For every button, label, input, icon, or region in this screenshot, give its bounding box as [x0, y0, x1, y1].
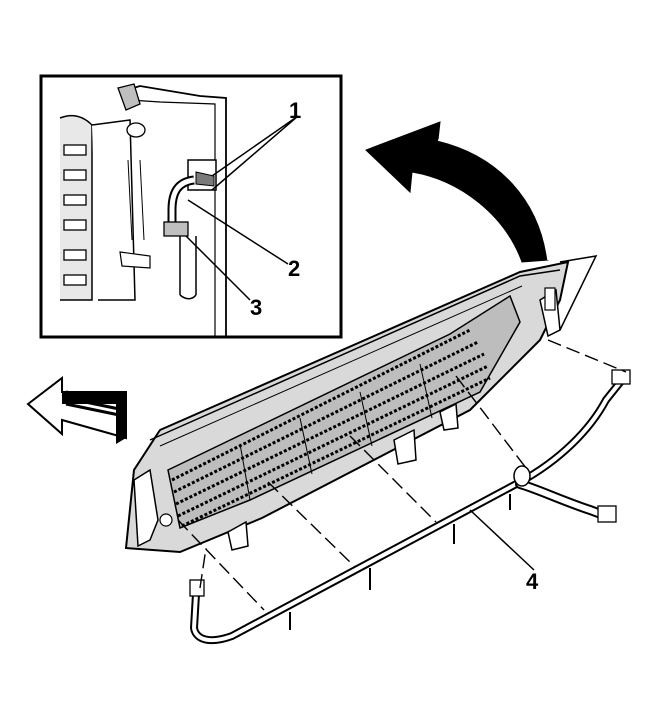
- callout-label-3: 3: [250, 295, 263, 320]
- callout-4-leader: [469, 509, 535, 571]
- curved-rotation-arrow-icon: [365, 121, 549, 263]
- direction-arrow-icon: [26, 375, 127, 444]
- callout-label-4: 4: [526, 569, 539, 594]
- callout-label-1: 1: [289, 98, 302, 123]
- grille-panel: [124, 255, 598, 554]
- detail-inset: [39, 74, 343, 339]
- callout-label-2: 2: [288, 256, 301, 281]
- washer-hose: [189, 369, 631, 645]
- installation-guide-lines: [177, 339, 627, 611]
